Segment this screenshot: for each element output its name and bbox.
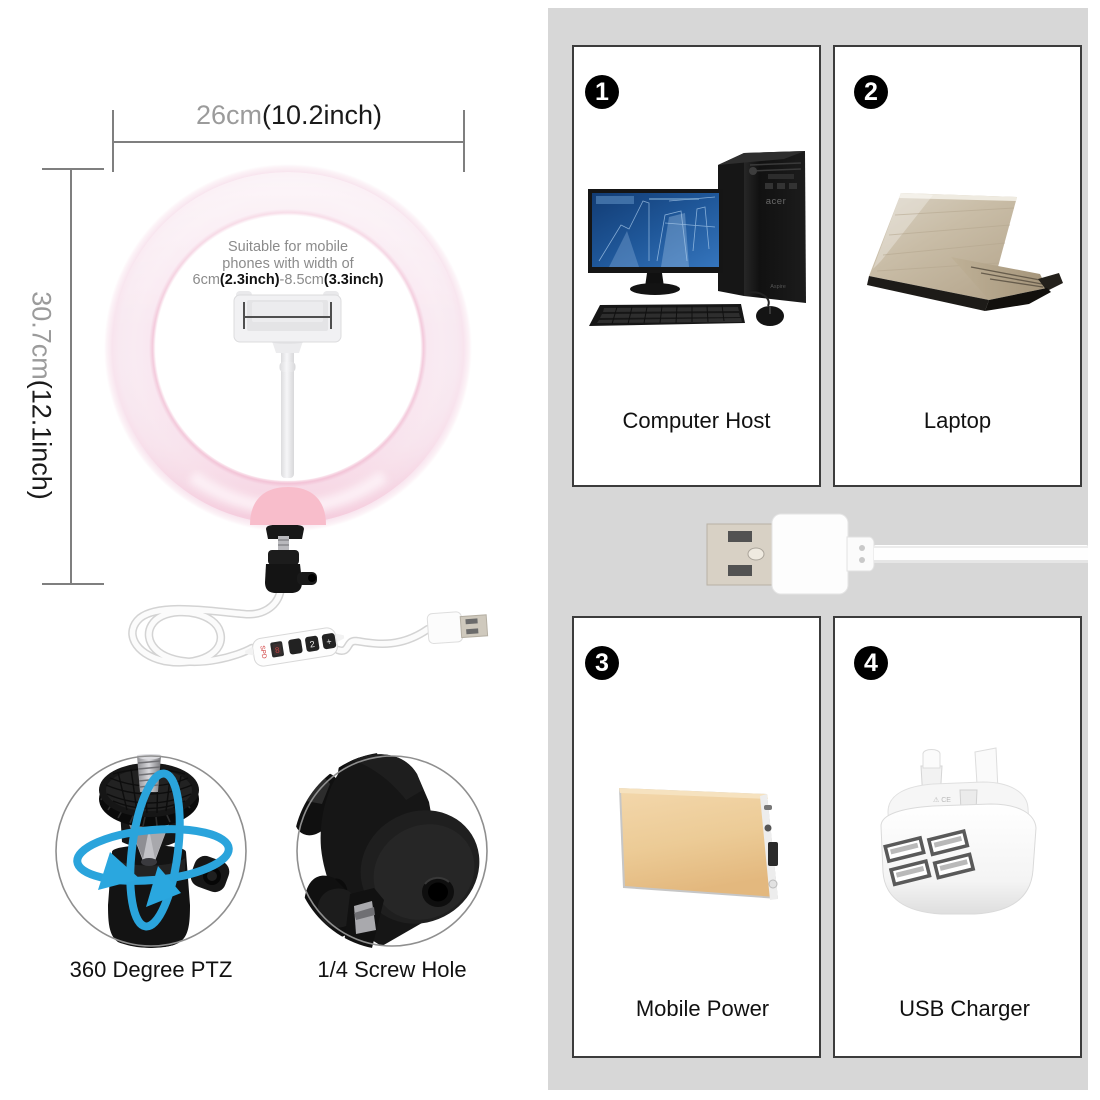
svg-text:acer: acer (766, 196, 786, 207)
svg-text:2: 2 (309, 639, 316, 650)
svg-text:+: + (326, 636, 333, 647)
svg-text:Aspire: Aspire (770, 284, 786, 290)
svg-text:8: 8 (274, 645, 280, 655)
svg-text:SPD: SPD (258, 645, 267, 660)
svg-text:⚠ CE: ⚠ CE (933, 796, 951, 804)
